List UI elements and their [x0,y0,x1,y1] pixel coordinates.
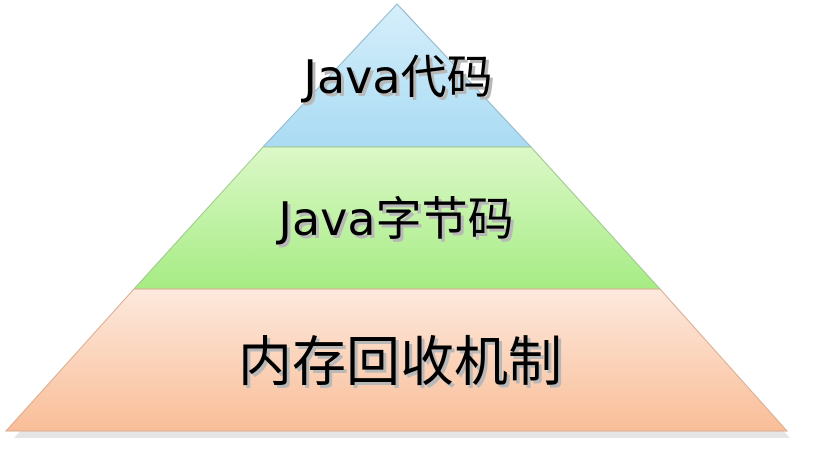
pyramid-tier-top: Java代码 Java代码 [261,3,533,148]
tier-bottom-label: 内存回收机制 [238,331,562,394]
tier-top-label-shadow: Java代码 [303,53,495,107]
tier-bottom-label-shadow: 内存回收机制 [241,334,565,397]
pyramid-tier-bottom: 内存回收机制 内存回收机制 [4,288,789,432]
tier-top-label: Java代码 [300,50,492,104]
tier-middle-label: Java字节码 [275,192,513,246]
tier-middle-label-shadow: Java字节码 [278,195,516,249]
tier-bottom-shape [4,288,789,432]
pyramid-tier-middle: Java字节码 Java字节码 [132,146,662,290]
